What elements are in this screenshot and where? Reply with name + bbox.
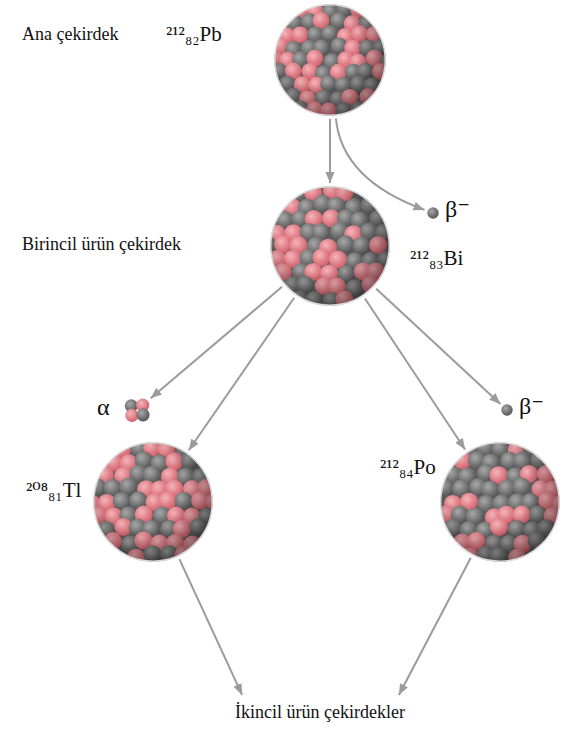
primary-product-nucleus: Birincil ürün çekirdek²¹²₈₃Bi — [270, 186, 390, 306]
sphere-outline — [275, 5, 386, 116]
nuclide-symbol: ²⁰⁸₈₁Tl — [26, 478, 81, 502]
sphere-outline — [94, 443, 213, 562]
nucleon-group — [270, 186, 390, 306]
sphere-base — [94, 443, 213, 562]
sphere-outline — [271, 187, 390, 306]
particle-dot — [501, 404, 513, 416]
neutron-ball — [136, 408, 149, 421]
nucleus-sphere — [93, 442, 213, 562]
sphere-outline — [441, 443, 560, 562]
nucleus-label: Ana çekirdek — [22, 24, 118, 45]
nucleon-group — [440, 442, 560, 562]
nucleus-sphere — [274, 4, 386, 116]
secondary-nucleus: ²⁰⁸₈₁Tl — [93, 442, 213, 562]
beta-particle: β⁻ — [501, 404, 513, 416]
nucleon-group — [93, 442, 213, 562]
sphere-base — [441, 443, 560, 562]
nucleus-sphere — [270, 186, 390, 306]
sphere-shading — [94, 443, 213, 562]
sphere-shading — [441, 443, 560, 562]
alpha-particle: α — [122, 395, 152, 425]
decay-arrow — [189, 298, 294, 450]
decay-arrow — [365, 299, 465, 450]
electron-ball — [427, 207, 438, 218]
particle-symbol: β⁻ — [519, 393, 544, 421]
sphere-shading — [271, 187, 390, 306]
decay-arrow — [376, 289, 500, 404]
decay-arrow — [329, 119, 331, 183]
particle-dot — [427, 207, 439, 219]
sphere-base — [271, 187, 390, 306]
nuclide-symbol: ²¹²₈₃Bi — [410, 246, 463, 270]
sphere-base — [275, 5, 386, 116]
beta-particle: β⁻ — [427, 207, 439, 219]
decay-arrow — [179, 559, 242, 695]
nucleus-sphere — [440, 442, 560, 562]
nucleon-group — [274, 4, 386, 116]
secondary-nucleus: ²¹²₈₄Po — [440, 442, 560, 562]
parent-nucleus: Ana çekirdek²¹²₈₂Pb — [274, 4, 386, 116]
product-label-box: İkincil ürün çekirdekler — [229, 698, 411, 727]
particle-symbol: α — [97, 394, 110, 422]
nucleus-label: İkincil ürün çekirdekler — [235, 702, 405, 723]
sphere-shading — [275, 5, 386, 116]
nuclide-symbol: ²¹²₈₂Pb — [166, 22, 222, 46]
electron-ball — [501, 404, 512, 415]
nucleus-label: Birincil ürün çekirdek — [22, 234, 181, 255]
decay-arrow — [399, 558, 471, 695]
nuclide-symbol: ²¹²₈₄Po — [380, 455, 436, 479]
particle-symbol: β⁻ — [445, 196, 470, 224]
alpha-cluster — [122, 395, 152, 425]
